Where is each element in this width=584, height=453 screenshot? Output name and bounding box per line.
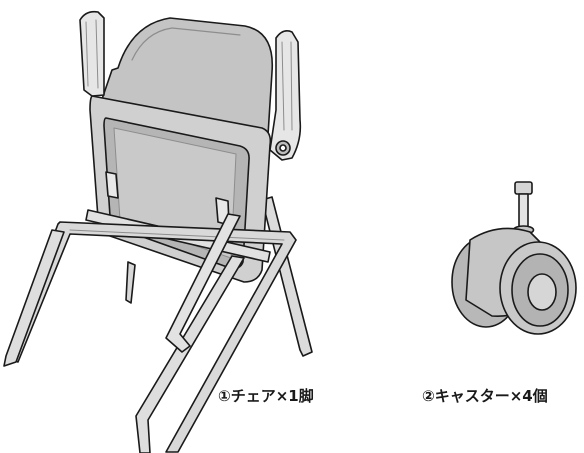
chair-back-leg-left xyxy=(125,261,136,304)
chair-quantity-caption: ①チェア×1脚 xyxy=(218,387,314,405)
caster-illustration xyxy=(451,181,577,335)
chair-front-leg-left xyxy=(3,229,65,367)
chair-front-leg-right xyxy=(135,255,245,453)
caster-stem-cap xyxy=(514,181,533,195)
chair-illustration xyxy=(3,10,313,453)
caster-quantity-caption: ②キャスター×4個 xyxy=(422,387,548,405)
caster-stem xyxy=(518,193,529,231)
chair-rear-support xyxy=(165,213,241,353)
chair-armrest-right xyxy=(269,30,302,161)
chair-armrest-left xyxy=(79,10,105,97)
chair-seat-clip-left xyxy=(105,171,119,199)
